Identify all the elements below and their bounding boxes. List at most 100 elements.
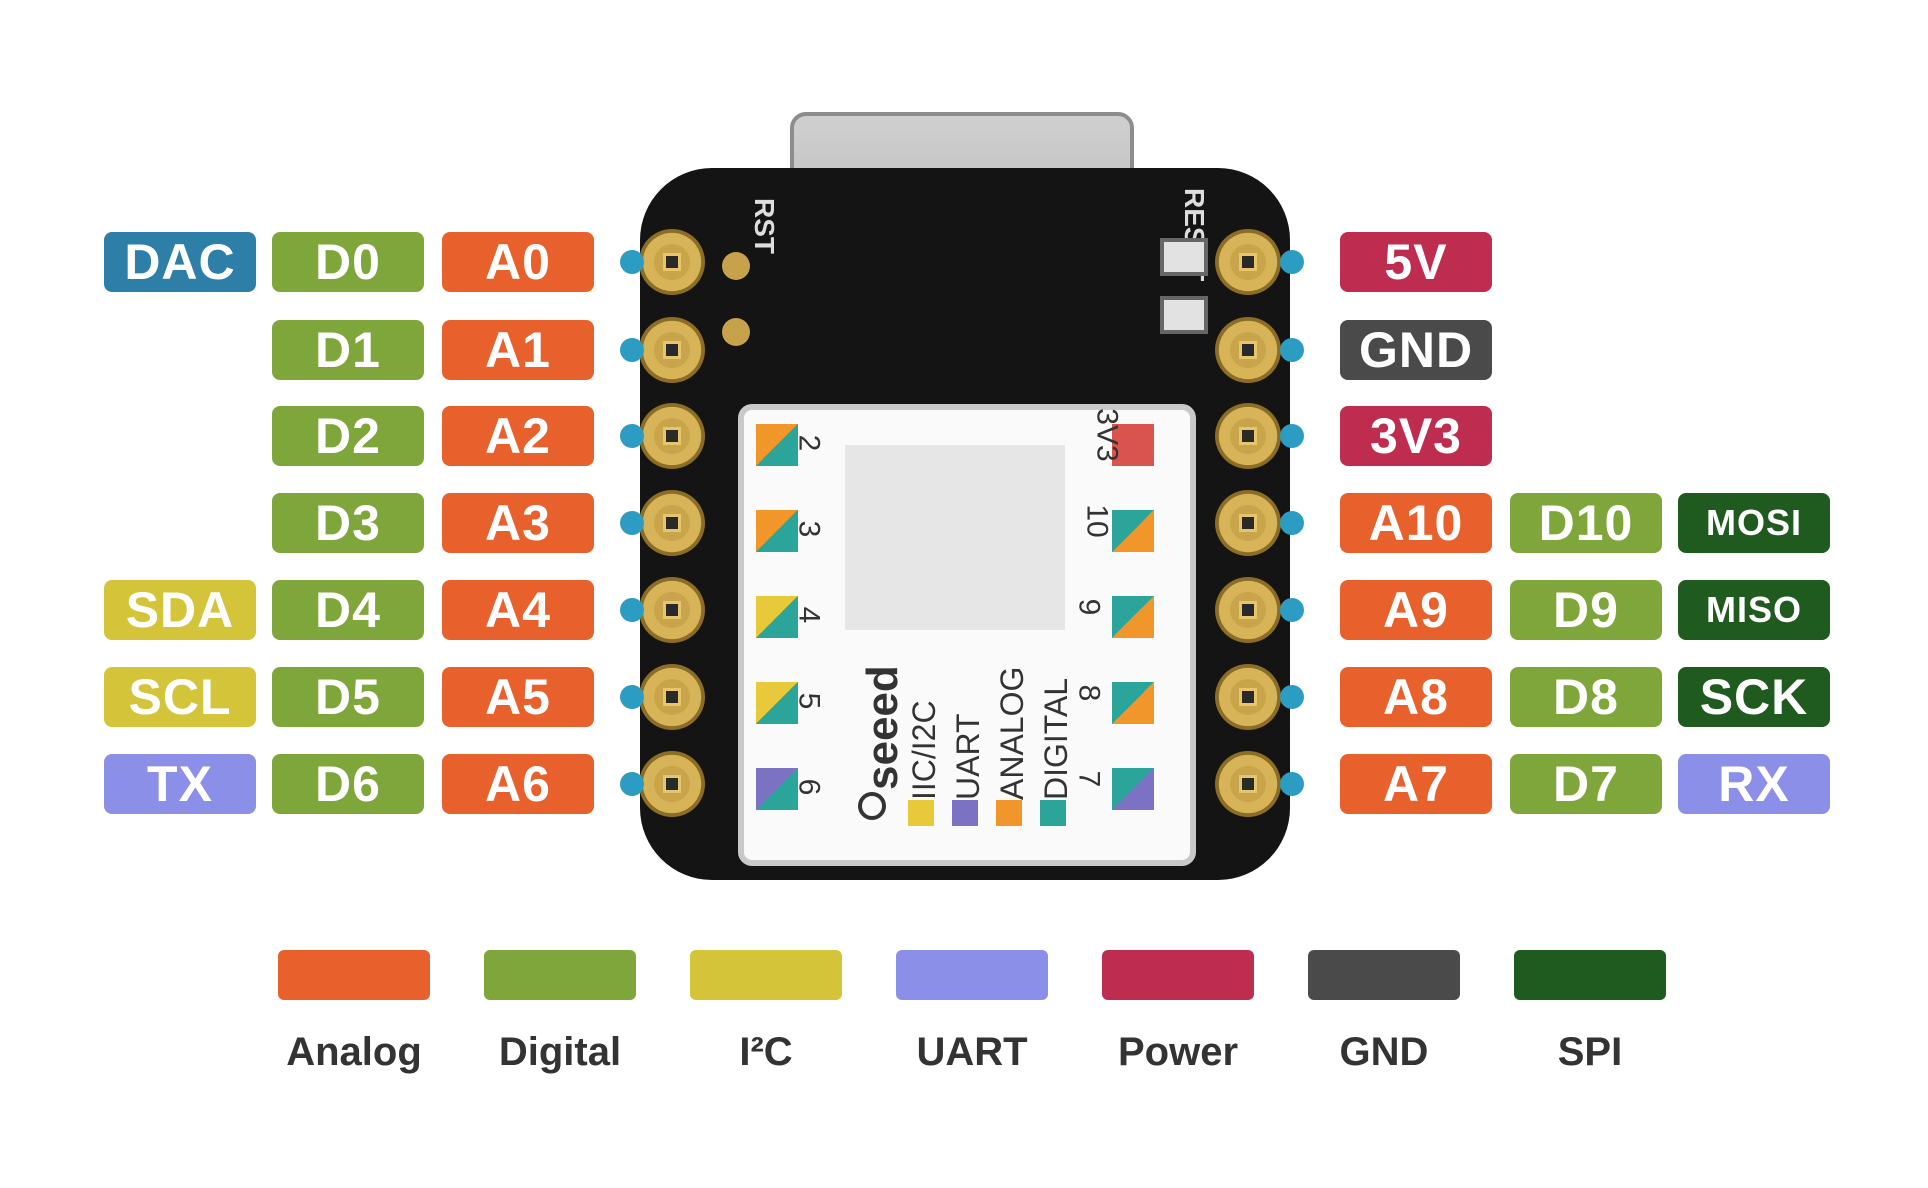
- left-pin-5-dot: [620, 685, 644, 709]
- legend-uart-swatch: [896, 950, 1048, 1000]
- led-2: [1160, 296, 1208, 334]
- left-pin-3-analog-label: A3: [442, 493, 594, 553]
- shield-right-pin-3v3-number: 3V3: [1090, 408, 1124, 462]
- chip-label-area: [845, 445, 1065, 630]
- right-pin-0-pad: [1215, 229, 1281, 295]
- shield-left-pin-4-number: 4: [792, 606, 826, 624]
- left-pin-3-pad: [639, 490, 705, 556]
- right-pin-5-sck-label: SCK: [1678, 667, 1830, 727]
- shield-right-pin-7-number: 7: [1072, 770, 1106, 788]
- seeed-logo-icon: [858, 792, 886, 820]
- left-pin-0-analog-label: A0: [442, 232, 594, 292]
- shield-right-pin-8-number: 8: [1072, 684, 1106, 702]
- left-pin-1-dot: [620, 338, 644, 362]
- left-pin-6-pad: [639, 751, 705, 817]
- led-1: [1160, 238, 1208, 276]
- left-pin-6-digital-label: D6: [272, 754, 424, 814]
- shield-left-pin-5-number: 5: [792, 692, 826, 710]
- right-pin-4-digital-label: D9: [1510, 580, 1662, 640]
- right-pin-4-miso-label: MISO: [1678, 580, 1830, 640]
- reset-button-pad-2: [722, 318, 750, 346]
- legend-spi-swatch: [1514, 950, 1666, 1000]
- right-pin-2-dot: [1280, 424, 1304, 448]
- shield-left-pin-2-number: 2: [792, 434, 826, 452]
- left-pin-5-analog-label: A5: [442, 667, 594, 727]
- right-pin-3-mosi-label: MOSI: [1678, 493, 1830, 553]
- left-pin-4-dot: [620, 598, 644, 622]
- left-pin-5-scl-label: SCL: [104, 667, 256, 727]
- legend-i2c-swatch: [690, 950, 842, 1000]
- shield-right-pin-3v3-marker: [1112, 424, 1154, 466]
- legend-gnd-swatch: [1308, 950, 1460, 1000]
- legend-power-swatch: [1102, 950, 1254, 1000]
- right-pin-1-gnd-label: GND: [1340, 320, 1492, 380]
- shield-left-pin-5-marker: [756, 682, 798, 724]
- left-pin-5-digital-label: D5: [272, 667, 424, 727]
- right-pin-4-dot: [1280, 598, 1304, 622]
- shield-legend-analog-swatch: [996, 800, 1022, 826]
- shield-left-pin-6-number: 6: [792, 778, 826, 796]
- right-pin-0-dot: [1280, 250, 1304, 274]
- left-pin-2-analog-label: A2: [442, 406, 594, 466]
- shield-legend-i2c-swatch: [908, 800, 934, 826]
- legend-uart-label: UART: [916, 1030, 1028, 1074]
- left-pin-2-digital-label: D2: [272, 406, 424, 466]
- left-pin-2-dot: [620, 424, 644, 448]
- right-pin-6-dot: [1280, 772, 1304, 796]
- left-pin-2-pad: [639, 403, 705, 469]
- right-pin-5-pad: [1215, 664, 1281, 730]
- legend-analog-label: Analog: [286, 1030, 422, 1074]
- left-pin-1-analog-label: A1: [442, 320, 594, 380]
- left-pin-4-analog-label: A4: [442, 580, 594, 640]
- right-pin-0-power-label: 5V: [1340, 232, 1492, 292]
- shield-legend-digital-text: DIGITAL: [1038, 677, 1074, 800]
- legend-analog-swatch: [278, 950, 430, 1000]
- shield-right-pin-7-marker: [1112, 768, 1154, 810]
- shield-legend-digital-swatch: [1040, 800, 1066, 826]
- shield-legend-i2c-text: IIC/I2C: [906, 700, 942, 800]
- left-pin-6-dot: [620, 772, 644, 796]
- shield-legend-analog-text: ANALOG: [994, 666, 1030, 800]
- legend-power-label: Power: [1117, 1030, 1239, 1074]
- right-pin-3-digital-label: D10: [1510, 493, 1662, 553]
- seeed-logo-text: seeed: [858, 665, 907, 790]
- left-pin-4-sda-label: SDA: [104, 580, 256, 640]
- right-pin-6-pad: [1215, 751, 1281, 817]
- left-pin-0-digital-label: D0: [272, 232, 424, 292]
- rst-silkscreen: RST: [749, 198, 780, 254]
- legend-i2c-label: I²C: [739, 1030, 793, 1074]
- right-pin-4-analog-label: A9: [1340, 580, 1492, 640]
- shield-right-pin-8-marker: [1112, 682, 1154, 724]
- right-pin-2-pad: [1215, 403, 1281, 469]
- left-pin-3-digital-label: D3: [272, 493, 424, 553]
- shield-legend-uart-text: UART: [950, 713, 986, 800]
- right-pin-1-pad: [1215, 317, 1281, 383]
- right-pin-5-analog-label: A8: [1340, 667, 1492, 727]
- right-pin-5-dot: [1280, 685, 1304, 709]
- left-pin-0-pad: [639, 229, 705, 295]
- legend-digital-label: Digital: [498, 1030, 622, 1074]
- reset-button-pad-1: [722, 252, 750, 280]
- legend-digital-swatch: [484, 950, 636, 1000]
- right-pin-6-analog-label: A7: [1340, 754, 1492, 814]
- left-pin-0-dac-label: DAC: [104, 232, 256, 292]
- left-pin-0-dot: [620, 250, 644, 274]
- left-pin-4-digital-label: D4: [272, 580, 424, 640]
- shield-right-pin-9-number: 9: [1072, 598, 1106, 616]
- right-pin-1-dot: [1280, 338, 1304, 362]
- shield-right-pin-10-marker: [1112, 510, 1154, 552]
- left-pin-5-pad: [639, 664, 705, 730]
- right-pin-5-digital-label: D8: [1510, 667, 1662, 727]
- shield-left-pin-6-marker: [756, 768, 798, 810]
- left-pin-4-pad: [639, 577, 705, 643]
- right-pin-4-pad: [1215, 577, 1281, 643]
- left-pin-6-analog-label: A6: [442, 754, 594, 814]
- shield-right-pin-9-marker: [1112, 596, 1154, 638]
- right-pin-6-digital-label: D7: [1510, 754, 1662, 814]
- left-pin-3-dot: [620, 511, 644, 535]
- right-pin-3-analog-label: A10: [1340, 493, 1492, 553]
- right-pin-6-rx-label: RX: [1678, 754, 1830, 814]
- legend-gnd-label: GND: [1339, 1030, 1429, 1074]
- shield-legend-uart-swatch: [952, 800, 978, 826]
- shield-left-pin-3-number: 3: [792, 520, 826, 538]
